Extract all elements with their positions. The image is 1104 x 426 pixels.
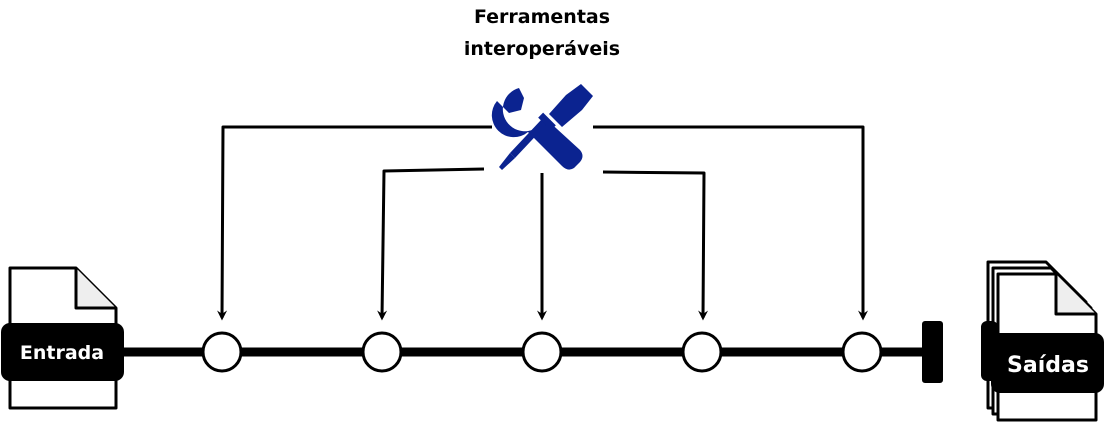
- pipeline-node-4: [681, 331, 723, 373]
- arrow-to-node-2: [377, 167, 485, 321]
- pipeline-node-5: [841, 331, 883, 373]
- arrow-to-node-4: [602, 170, 709, 321]
- output-label-box: [991, 333, 1104, 393]
- pipeline-end-stop: [922, 321, 943, 383]
- wrench-screwdriver-icon: [491, 84, 593, 170]
- input-label: Entrada: [20, 342, 104, 364]
- diagram-title-line-2: interoperáveis: [463, 38, 621, 60]
- output-label: Saídas: [1007, 353, 1089, 378]
- arrow-to-node-1: [217, 125, 492, 321]
- diagram-title-line-1: Ferramentas: [473, 6, 611, 28]
- pipeline-node-3: [521, 331, 563, 373]
- pipeline-node-2: [361, 331, 403, 373]
- pipeline-node-1: [201, 331, 243, 373]
- arrow-to-node-5: [593, 125, 868, 321]
- input-label-box: [1, 323, 124, 381]
